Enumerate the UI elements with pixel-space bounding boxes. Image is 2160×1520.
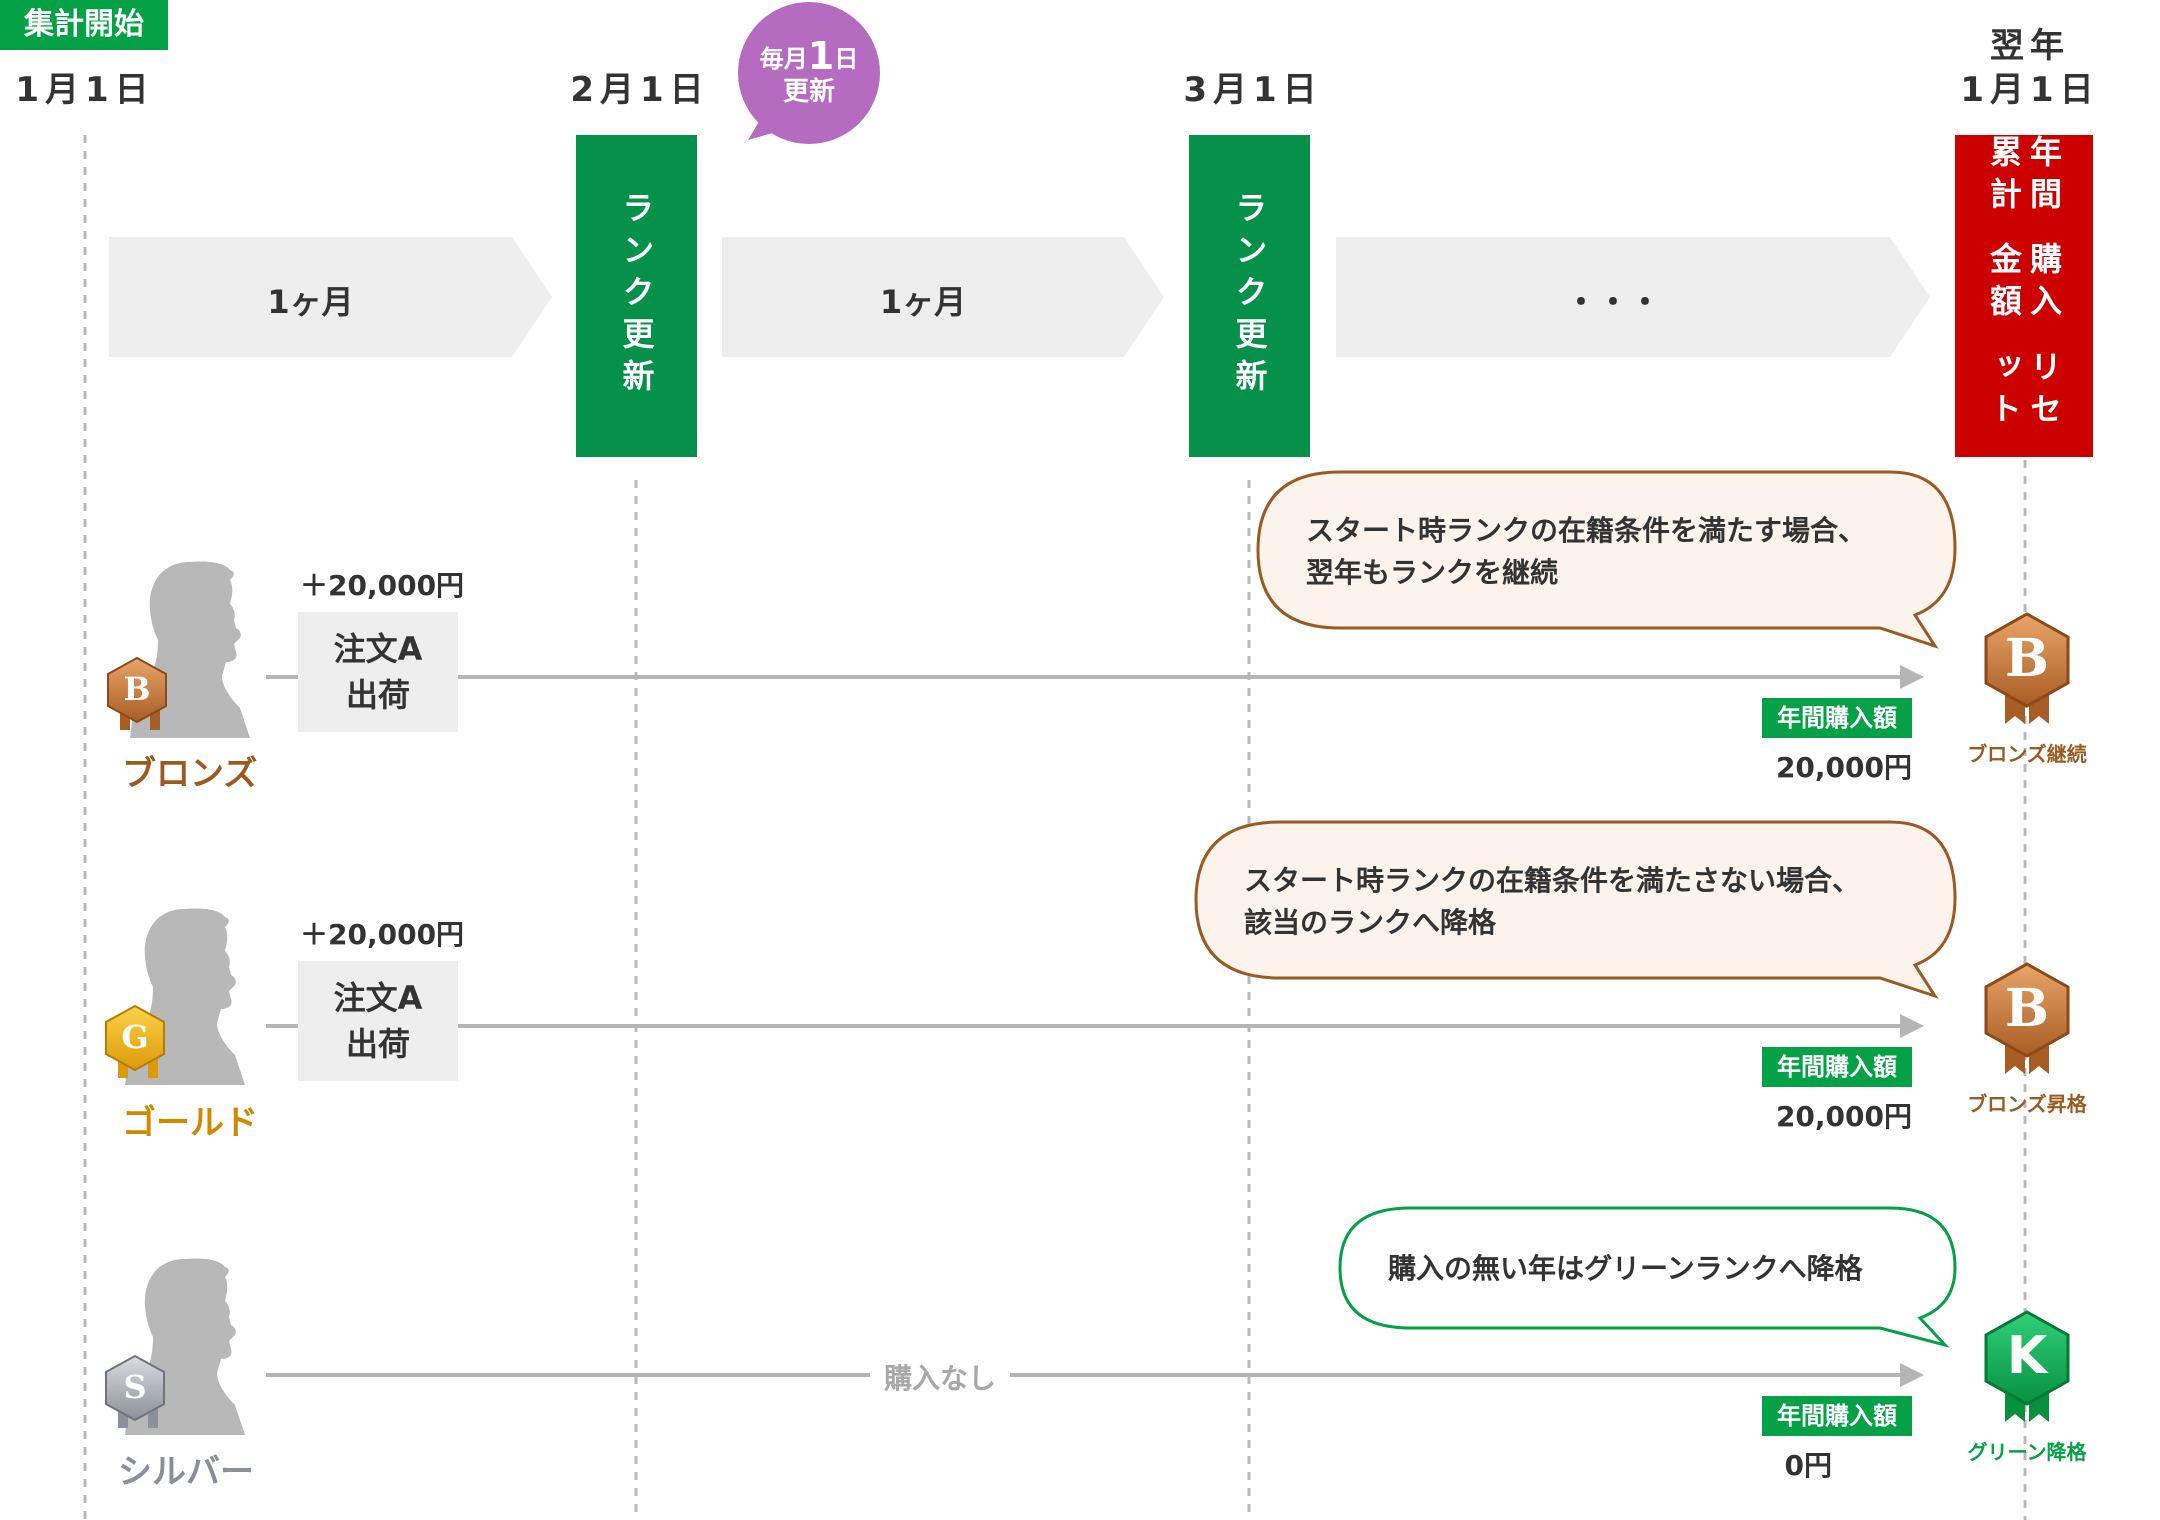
rank-name-gold: ゴールド	[122, 1103, 258, 1143]
result-badge-letter: K	[2006, 1326, 2048, 1386]
result-badge-letter: B	[2005, 628, 2049, 689]
badge-silver-left	[105, 1354, 165, 1428]
annual-purchase-tag: 年間購入額	[1762, 1396, 1912, 1436]
annual-purchase-value: 0円	[1784, 1449, 1832, 1482]
result-label: ブロンズ継続	[1967, 742, 2087, 766]
annual-purchase-tag: 年間購入額	[1762, 1047, 1912, 1087]
badge-green-result	[1984, 1310, 2070, 1422]
speech-bubble-text: スタート時ランクの在籍条件を満たさない場合、該当のランクへ降格	[1244, 864, 1861, 939]
rank-name-bronze: ブロンズ	[122, 754, 258, 794]
start-tag: 集計開始	[0, 0, 168, 50]
badge-bronze-left	[107, 656, 167, 730]
result-label: ブロンズ昇格	[1967, 1092, 2087, 1116]
order-amount: ＋20,000円	[300, 569, 465, 602]
monthly-update-bubble: 毎月1日 更新	[738, 2, 880, 144]
period-label-1: 1ヶ月	[267, 283, 354, 321]
annual-reset-box: 年間累計購入金額リセット	[1955, 135, 2093, 457]
result-label: グリーン降格	[1967, 1440, 2087, 1464]
badge-letter: S	[123, 1368, 147, 1406]
speech-bubble-text: 購入の無い年はグリーンランクへ降格	[1388, 1252, 1863, 1285]
date-jan1: 1月1日	[15, 70, 155, 110]
row-arrows	[266, 675, 1905, 1377]
badge-letter: B	[123, 670, 151, 708]
period-label-3: ・・・	[1564, 283, 1661, 321]
period-label-2: 1ヶ月	[879, 283, 967, 321]
date-next-year: 翌年	[1990, 26, 2070, 66]
annual-purchase-value: 20,000円	[1775, 751, 1912, 784]
rank-update-box-1: ランク更新	[576, 135, 697, 457]
badge-gold-left	[105, 1004, 165, 1078]
rank-name-silver: シルバー	[118, 1452, 254, 1492]
badge-letter: G	[121, 1018, 149, 1056]
order-amount: ＋20,000円	[300, 918, 465, 951]
no-purchase-label: 購入なし	[870, 1357, 1011, 1397]
annual-purchase-value: 20,000円	[1775, 1100, 1912, 1133]
rank-update-box-2: ランク更新	[1189, 135, 1310, 457]
annual-purchase-tag: 年間購入額	[1762, 698, 1912, 738]
date-mar1: 3月1日	[1183, 70, 1323, 110]
result-badge-letter: B	[2005, 978, 2049, 1039]
date-feb1: 2月1日	[570, 70, 710, 110]
period-arrows	[109, 237, 1930, 357]
speech-bubble-text: スタート時ランクの在籍条件を満たす場合、翌年もランクを継続	[1306, 514, 1867, 589]
badge-bronze-result-2	[1984, 962, 2070, 1074]
badge-bronze-result-1	[1984, 612, 2070, 724]
date-next-jan1: 1月1日	[1960, 70, 2100, 110]
speech-bubbles	[1194, 470, 1957, 1348]
